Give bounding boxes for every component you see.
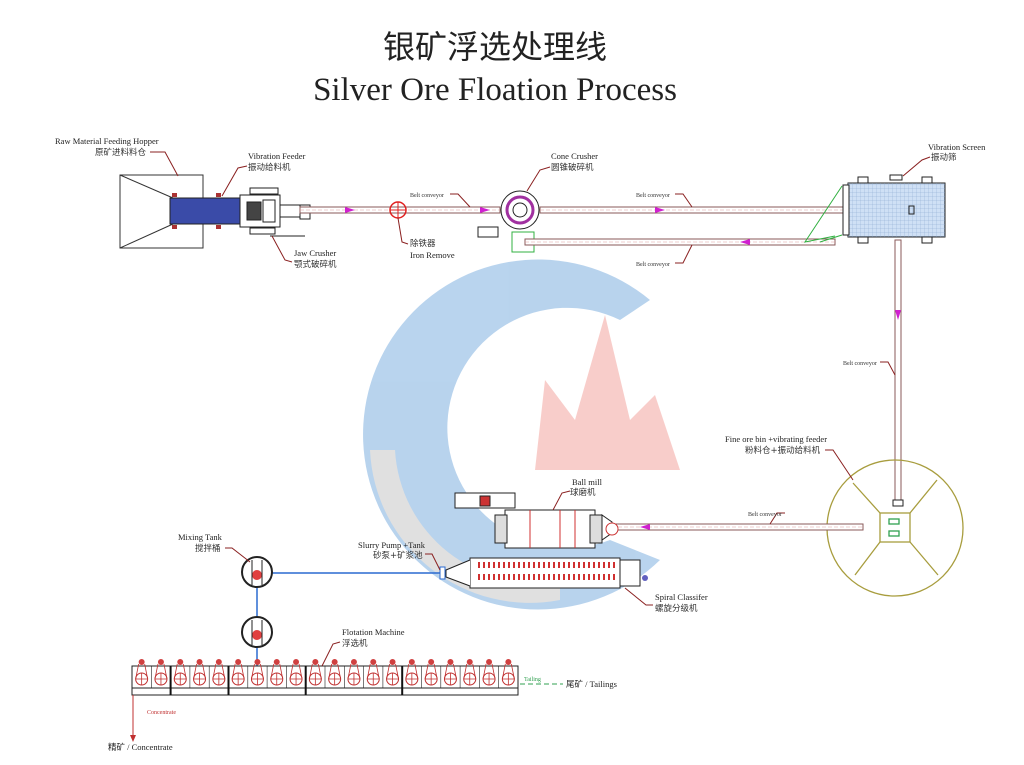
flotation-machine: [131, 659, 519, 696]
tailings-label: 尾矿 / Tailings: [566, 679, 617, 689]
flotation-cell: [270, 659, 287, 688]
flotation-cell: [173, 659, 191, 688]
mixing-label-zh: 搅拌桶: [195, 543, 221, 554]
flotation-cell: [501, 659, 519, 688]
vib-feeder-label-en: Vibration Feeder: [248, 151, 305, 161]
flotation-cell: [347, 659, 364, 688]
slurry-pump: [439, 566, 446, 580]
classifier-label-zh: 螺旋分级机: [655, 603, 698, 614]
fine-bin-label-en: Fine ore bin +vibrating feeder: [725, 434, 827, 444]
flotation-cell: [405, 659, 422, 688]
pump-label-en: Slurry Pump +Tank: [358, 540, 426, 550]
mixing-tank-1: [241, 556, 273, 588]
belt-label-1: Belt conveyor: [410, 193, 444, 199]
iron-label-en: Iron Remove: [410, 250, 455, 260]
screen-label-zh: 振动筛: [931, 152, 957, 163]
iron-remover: [389, 201, 407, 219]
title-chinese: 银矿浮选处理线: [383, 28, 607, 66]
flotation-cell: [443, 659, 461, 688]
belt-conveyor-vertical: [894, 239, 902, 506]
flotation-label-en: Flotation Machine: [342, 627, 405, 637]
mixing-tank-2: [241, 616, 273, 648]
belt-label-2: Belt conveyor: [636, 193, 670, 199]
hopper-label-en: Raw Material Feeding Hopper: [55, 136, 159, 146]
belt-label-3: Belt conveyor: [636, 262, 670, 268]
tailing-small-label: Tailing: [524, 677, 541, 683]
flotation-cell: [366, 659, 384, 688]
ball-mill-label-zh: 球磨机: [570, 487, 596, 498]
flotation-cell: [193, 659, 210, 688]
hopper-label-zh: 原矿进料料仓: [95, 147, 147, 158]
classifier-label-en: Spiral Classifer: [655, 592, 708, 602]
cone-crusher: [477, 190, 540, 253]
mixing-label-en: Mixing Tank: [178, 532, 223, 542]
ball-mill: [454, 492, 619, 549]
feeding-hopper: [119, 174, 243, 249]
spiral-classifier: [445, 557, 648, 589]
flotation-label-zh: 浮选机: [342, 638, 368, 649]
belt-label-4: Belt conveyor: [843, 361, 877, 367]
flotation-cell: [463, 659, 480, 688]
title-english: Silver Ore Floation Process: [313, 72, 677, 108]
cone-label-en: Cone Crusher: [551, 151, 598, 161]
concentrate-small-label: Concentrate: [147, 710, 176, 716]
vibration-screen: [842, 174, 946, 244]
belt-label-5: Belt conveyor: [748, 512, 782, 518]
fine-bin-label-zh: 粉料仓+振动给料机: [745, 445, 821, 456]
flotation-cell: [250, 659, 268, 688]
ball-mill-label-en: Ball mill: [572, 477, 603, 487]
jaw-label-en: Jaw Crusher: [294, 248, 336, 258]
jaw-crusher: [239, 187, 311, 237]
belt-conveyor-2: [539, 206, 851, 214]
flotation-cell: [135, 659, 152, 688]
flotation-cell: [328, 659, 345, 688]
concentrate-label: 精矿 / Concentrate: [108, 742, 173, 752]
iron-label-zh: 除铁器: [410, 238, 436, 249]
flotation-cell: [424, 659, 442, 688]
vib-feeder-label-zh: 振动给料机: [248, 162, 291, 173]
screen-label-en: Vibration Screen: [928, 142, 986, 152]
cone-label-zh: 圆锥破碎机: [551, 162, 594, 173]
flotation-cell: [231, 659, 249, 688]
flotation-cell: [308, 659, 326, 688]
pump-label-zh: 砂泵+矿浆池: [373, 550, 423, 561]
flotation-cell: [482, 659, 500, 688]
jaw-label-zh: 颚式破碎机: [294, 259, 337, 270]
belt-conveyor-return: [524, 238, 836, 246]
